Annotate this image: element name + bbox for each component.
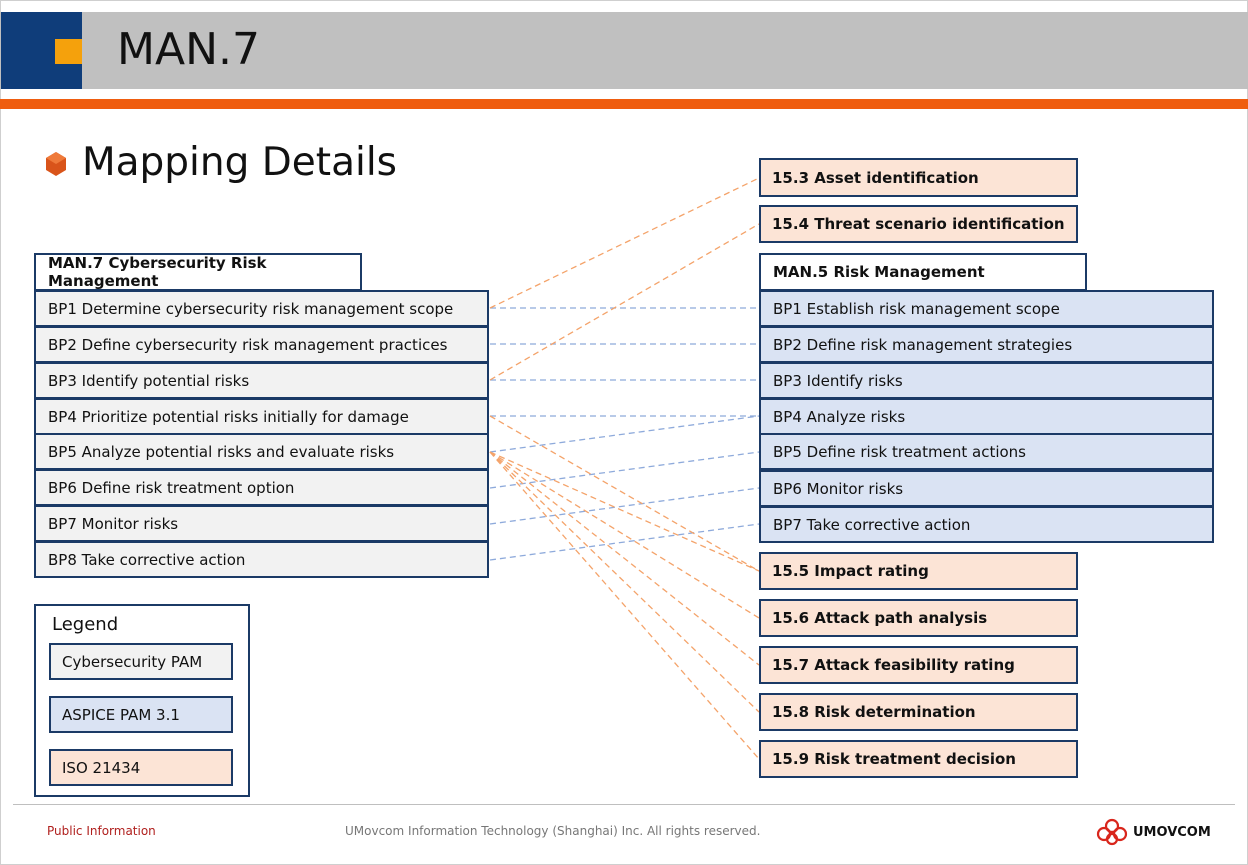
man7-bp1: BP1 Determine cybersecurity risk managem…: [34, 290, 489, 327]
iso-15-9: 15.9 Risk treatment decision: [759, 740, 1078, 778]
umovcom-cloud-logo-icon: [1096, 818, 1128, 846]
man5-bp7: BP7 Take corrective action: [759, 506, 1214, 543]
iso-15-8: 15.8 Risk determination: [759, 693, 1078, 731]
man7-box-title: MAN.7 Cybersecurity Risk Management: [34, 253, 362, 291]
logo-text: UMOVCOM: [1133, 824, 1211, 840]
mapping-line-aspice: [489, 523, 760, 561]
man5-bp3: BP3 Identify risks: [759, 362, 1214, 399]
man7-bp3: BP3 Identify potential risks: [34, 362, 489, 399]
mapping-line-aspice: [489, 487, 760, 525]
header-accent-square: [55, 39, 82, 64]
man5-bp1: BP1 Establish risk management scope: [759, 290, 1214, 327]
man7-bp7: BP7 Monitor risks: [34, 505, 489, 542]
mapping-line-iso: [489, 415, 760, 572]
section-title: Mapping Details: [82, 140, 397, 185]
man5-bp6: BP6 Monitor risks: [759, 470, 1214, 507]
iso-15-3: 15.3 Asset identification: [759, 158, 1078, 197]
iso-15-6: 15.6 Attack path analysis: [759, 599, 1078, 637]
man5-bp4: BP4 Analyze risks: [759, 398, 1214, 435]
footer-classification: Public Information: [47, 824, 156, 838]
company-logo: UMOVCOM: [1096, 818, 1211, 846]
footer-divider: [13, 804, 1235, 805]
mapping-line-iso: [489, 451, 760, 713]
legend-title: Legend: [52, 614, 119, 635]
man5-bp2: BP2 Define risk management strategies: [759, 326, 1214, 363]
man7-bp4: BP4 Prioritize potential risks initially…: [34, 398, 489, 435]
header-divider: [0, 99, 1248, 109]
legend-item-aspice-pam: ASPICE PAM 3.1: [49, 696, 233, 733]
legend: Legend Cybersecurity PAM ASPICE PAM 3.1 …: [34, 604, 250, 797]
legend-item-iso-21434: ISO 21434: [49, 749, 233, 786]
footer-copyright: UMovcom Information Technology (Shanghai…: [345, 824, 761, 838]
iso-15-4: 15.4 Threat scenario identification: [759, 205, 1078, 243]
man7-bp6: BP6 Define risk treatment option: [34, 469, 489, 506]
legend-item-cybersecurity-pam: Cybersecurity PAM: [49, 643, 233, 680]
iso-15-5: 15.5 Impact rating: [759, 552, 1078, 590]
mapping-line-iso: [489, 451, 760, 760]
mapping-line-iso: [489, 451, 760, 572]
mapping-line-aspice: [489, 451, 760, 489]
man5-bp5: BP5 Define risk treatment actions: [759, 433, 1214, 470]
mapping-line-iso: [489, 451, 760, 666]
man7-bp8: BP8 Take corrective action: [34, 541, 489, 578]
mapping-line-aspice: [489, 415, 760, 453]
man7-bp5: BP5 Analyze potential risks and evaluate…: [34, 433, 489, 470]
hexagon-bullet-icon: [46, 152, 66, 176]
slide-title: MAN.7: [117, 24, 260, 75]
man5-box-title: MAN.5 Risk Management: [759, 253, 1087, 291]
mapping-line-iso: [489, 451, 760, 619]
mapping-line-iso: [489, 223, 760, 381]
header-bar: [0, 12, 1248, 89]
mapping-line-iso: [489, 177, 760, 309]
man7-bp2: BP2 Define cybersecurity risk management…: [34, 326, 489, 363]
iso-15-7: 15.7 Attack feasibility rating: [759, 646, 1078, 684]
